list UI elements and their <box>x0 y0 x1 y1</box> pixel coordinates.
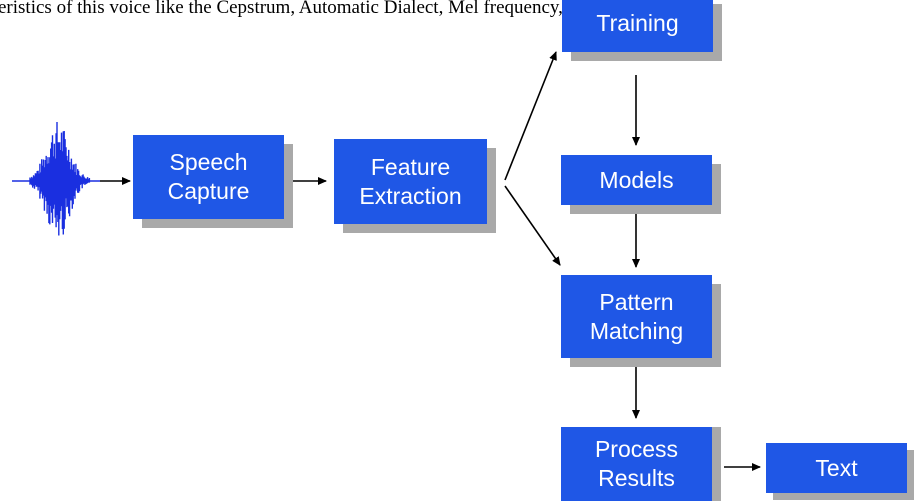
text-box: Text <box>766 443 907 493</box>
training-label: Training <box>596 10 679 36</box>
models-box: Models <box>561 155 712 205</box>
pattern-matching-line2: Matching <box>589 317 684 344</box>
pattern-matching-line1: Pattern <box>599 288 674 315</box>
feature-extraction-line2: Extraction <box>359 182 462 209</box>
speech-capture-box: Speech Capture <box>133 135 284 219</box>
pattern-matching-box: Pattern Matching <box>561 275 712 358</box>
training-box: Training <box>562 0 713 52</box>
process-results-line2: Results <box>598 465 675 491</box>
feature-extraction-line1: Feature <box>370 153 451 180</box>
connector-arrows <box>100 51 761 471</box>
arrow-feature-to-pattern <box>504 185 561 266</box>
models-label: Models <box>599 166 674 193</box>
speech-capture-line2: Capture <box>167 178 250 204</box>
feature-extraction-box: Feature Extraction <box>334 139 487 224</box>
speech-capture-line1: Speech <box>169 149 248 175</box>
arrow-feature-to-training <box>504 51 557 181</box>
caption-text: eristics of this voice like the Cepstrum… <box>0 0 657 18</box>
process-results-line1: Process <box>594 436 679 462</box>
process-results-box: Process Results <box>561 427 712 501</box>
text-label: Text <box>815 454 858 481</box>
waveform-icon <box>12 122 100 236</box>
